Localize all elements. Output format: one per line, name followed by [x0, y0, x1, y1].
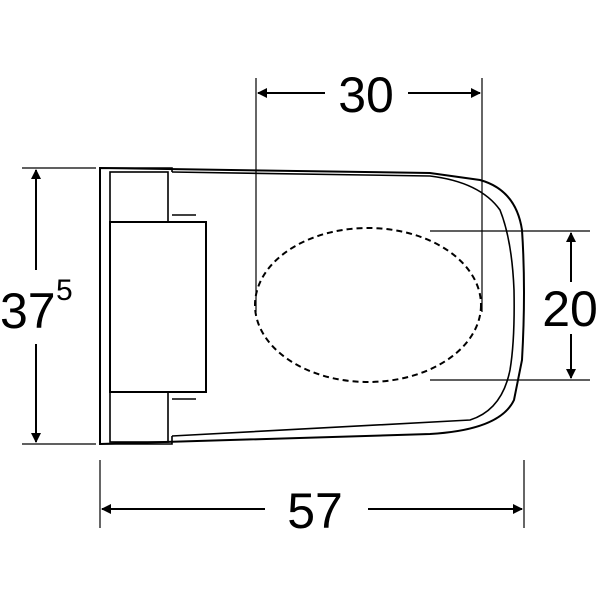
rear-step-top	[109, 171, 169, 223]
rear-mount-outline	[100, 167, 173, 445]
dimension-label-57: 57	[287, 483, 343, 539]
extension-lines	[22, 78, 590, 528]
hinge-block	[109, 221, 207, 393]
dimension-label-20: 20	[542, 281, 598, 337]
dimension-label-37: 37	[0, 283, 56, 339]
toilet-body	[99, 166, 525, 446]
rim-outline	[171, 171, 515, 437]
rear-step-bottom	[109, 391, 169, 443]
bowl-opening-dashed	[254, 227, 482, 383]
bowl-outline	[99, 166, 525, 446]
dimension-label-30: 30	[338, 67, 394, 123]
dimension-label-37-superscript: 5	[56, 274, 73, 307]
